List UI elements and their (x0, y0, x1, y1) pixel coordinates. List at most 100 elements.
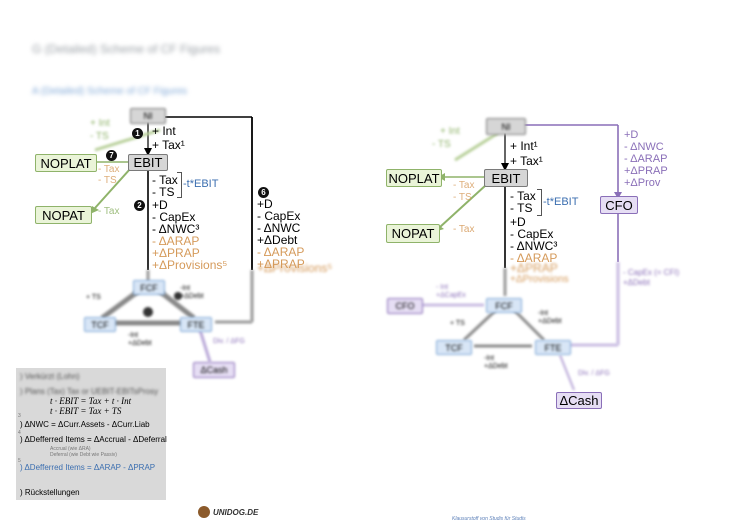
plus-tax-label: + Tax¹ (152, 138, 185, 152)
tax-green-nopat: - Tax (98, 206, 120, 217)
tcf-node-right: TCF (436, 340, 472, 355)
tri-ts-right: + TS (450, 320, 465, 327)
fte-node-right: FTE (535, 340, 571, 355)
fcf-node-left: FCF (133, 280, 165, 295)
legend-line-2: ) Plans (Tax) Tax or UEBIT-EBITsProsy (20, 387, 159, 396)
badge-6: 6 (258, 187, 269, 198)
tri-debt-top-left: +ΔDebt (180, 293, 204, 300)
ebit-node-right: EBIT (484, 169, 528, 187)
footer-note: Klausurstoff von Studis für Studis (452, 516, 526, 522)
op-arap: - ΔARAP (152, 234, 200, 248)
tax-label: - Tax (152, 173, 178, 187)
op-d-right: +D (510, 215, 526, 229)
legend-footnote-4: 4 (18, 430, 21, 436)
op-prap-right: +ΔPRAP (510, 261, 558, 275)
legend-deferral: Deferral (wie Debt wie Passiv) (50, 452, 117, 458)
cfo-left-note-2: +ΔCapEx (436, 292, 466, 299)
legend-formula-2: t · EBIT = Tax + TS (50, 406, 122, 416)
plus-tax-right: + Tax¹ (510, 154, 543, 168)
tax-gray-1: - Tax (98, 164, 120, 175)
noplat-node-right: NOPLAT (386, 169, 442, 187)
logo-text: UNIDOG.DE (213, 507, 259, 517)
cfo-op-nwc: - ΔNWC (624, 141, 664, 153)
tebit-label: -t*EBIT (183, 178, 219, 190)
tax-label-right: - Tax (510, 189, 536, 203)
ts-gray-right: - TS (453, 192, 472, 203)
ts-green-label: - TS (90, 131, 109, 142)
legend-line-deferred: ) ΔDefferred Items = ΔAccrual - ΔDeferra… (20, 435, 167, 444)
legend-line-rueckstellungen: ) Rückstellungen (20, 488, 80, 497)
cfo-node-left-right: CFO (387, 298, 423, 314)
footer-logo: UNIDOG.DE (198, 506, 258, 518)
tax-green-nopat-right: - Tax (453, 224, 475, 235)
noplat-node: NOPLAT (35, 154, 97, 172)
tri-debt-bottom-right: +ΔDebt (484, 363, 508, 370)
badge-1: 1 (132, 128, 143, 139)
plus-int-label: + Int (152, 124, 176, 138)
cfo-op-d: +D (624, 129, 639, 141)
op-capex-right: - CapEx (510, 227, 554, 241)
ts-green-right: - TS (432, 139, 451, 150)
cash-note-left: Div. / ΔFG (213, 338, 245, 345)
cash-node-right: ΔCash (556, 392, 602, 409)
badge-2: 2 (134, 200, 145, 211)
cash-node-left: ΔCash (193, 362, 235, 378)
tri-int-top-right: -Int (538, 310, 549, 317)
op-provisions-right: +ΔProvisions (510, 274, 569, 285)
legend-footnote-5: 5 (18, 458, 21, 464)
right-op-capex: - CapEx (257, 209, 301, 223)
tri-ts-left: + TS (86, 294, 101, 301)
brace-left (177, 172, 182, 198)
op-provisions: +ΔProvisions⁵ (152, 258, 228, 272)
cfo-node-right: CFO (600, 196, 638, 214)
legend-box: ) Verkürzt (Lohn) ) Plans (Tax) Tax or U… (16, 368, 167, 500)
right-op-nwc: - ΔNWC (257, 221, 301, 235)
ni-node: NI (130, 108, 166, 124)
op-nwc-right: - ΔNWC³ (510, 239, 558, 253)
right-op-debt: +ΔDebt (257, 233, 298, 247)
legend-footnote-3: 3 (18, 413, 21, 419)
cfo-left-note-1: - Int (436, 284, 449, 291)
tcf-node-left: TCF (84, 317, 116, 332)
brace-right (537, 189, 542, 216)
cfo-op-arap: - ΔARAP (624, 153, 668, 165)
capex-note-1: - CapEx (= CFI) (623, 268, 680, 277)
legend-formula-1: t · EBIT = Tax + t · Int (50, 396, 132, 406)
int-green-label: + Int (90, 118, 110, 129)
tri-int-top-left: -Int (180, 285, 191, 292)
cfo-op-prov: +ΔProv (624, 177, 661, 189)
tri-int-bottom-right: -Int (484, 355, 495, 362)
plus-int-right: + Int¹ (510, 139, 538, 153)
legend-line-arap: ) ΔDefferred Items = ΔARAP - ΔPRAP (20, 463, 156, 472)
op-nwc: - ΔNWC³ (152, 222, 200, 236)
cash-note-right: Div. / ΔFG (578, 370, 610, 377)
legend-line-nwc: ) ΔNWC = ΔCurr.Assets - ΔCurr.Liab (20, 420, 150, 429)
tri-int-bottom-left: -Int (128, 332, 139, 339)
ts-label-right: - TS (510, 201, 533, 215)
dog-icon (198, 506, 210, 518)
op-capex: - CapEx (152, 210, 196, 224)
nopat-node-right: NOPAT (386, 224, 440, 243)
right-op-provisions: +ΔProvisions⁵ (257, 261, 333, 275)
cfo-op-prap: +ΔPRAP (624, 165, 668, 177)
right-op-arap: - ΔARAP (257, 245, 305, 259)
int-green-right: + Int (440, 126, 460, 137)
ts-label: - TS (152, 185, 175, 199)
ni-node-right: NI (486, 118, 526, 135)
tebit-right: -t*EBIT (543, 196, 579, 208)
nopat-node: NOPAT (35, 206, 92, 224)
right-op-d: +D (257, 197, 273, 211)
legend-line-1: ) Verkürzt (Lohn) (20, 372, 80, 381)
fte-node-left: FTE (180, 317, 212, 332)
badge-7: 7 (106, 150, 117, 161)
tri-debt-bottom-left: +ΔDebt (128, 340, 152, 347)
ts-gray-1: - TS (98, 175, 117, 186)
tax-gray-right: - Tax (453, 180, 475, 191)
op-d: +D (152, 198, 168, 212)
op-prap: +ΔPRAP (152, 246, 200, 260)
legend-accrual: Accrual (wie ΔRA) (50, 446, 91, 452)
tri-debt-top-right: +ΔDebt (538, 318, 562, 325)
ebit-node: EBIT (128, 154, 168, 171)
page-title: G (Detailed) Scheme of CF Figures (32, 42, 221, 56)
